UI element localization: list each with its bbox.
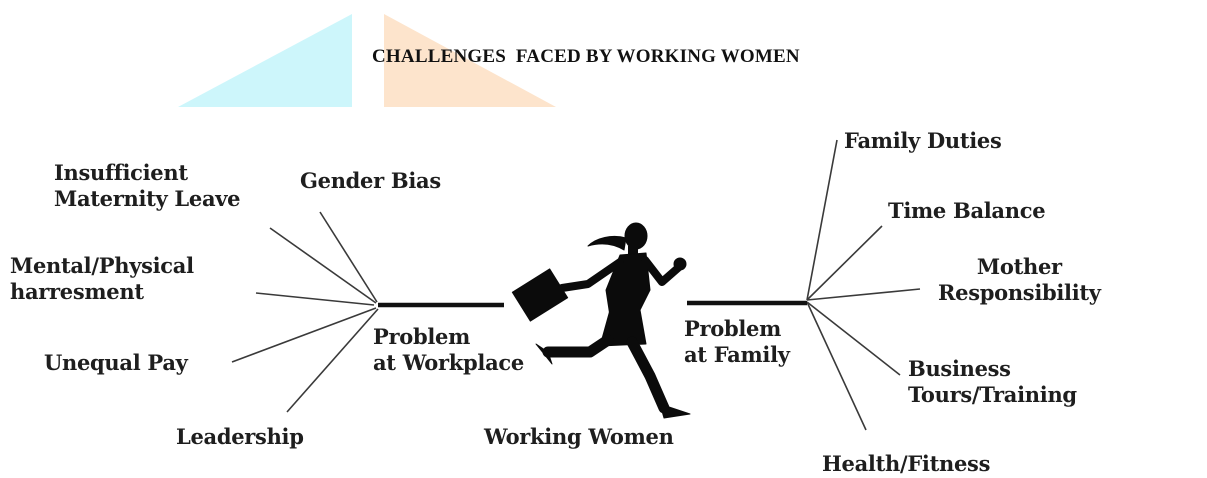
label-family-duties: Family Duties <box>844 128 1002 153</box>
connector-harresment <box>255 292 375 306</box>
connector-time-balance <box>806 225 883 301</box>
diagram-title: CHALLENGES FACED BY WORKING WOMEN <box>372 46 800 67</box>
label-insufficient-maternity-leave: Insufficient Maternity Leave <box>54 160 241 211</box>
hub-label-workplace: Problem at Workplace <box>373 324 524 375</box>
center-label-working-women: Working Women <box>484 424 674 449</box>
label-unequal-pay: Unequal Pay <box>44 350 188 375</box>
label-business-tours-training: Business Tours/Training <box>908 356 1077 407</box>
label-leadership: Leadership <box>176 424 304 449</box>
connector-gender-bias <box>319 211 378 303</box>
label-time-balance: Time Balance <box>888 198 1046 223</box>
connector-business-tours <box>806 301 901 376</box>
running-businesswoman-silhouette-icon <box>511 222 691 419</box>
connector-mother-responsibility <box>806 288 921 301</box>
connector-unequal-pay <box>231 307 377 363</box>
label-mental-physical-harresment: Mental/Physical harresment <box>10 253 194 304</box>
label-health-fitness: Health/Fitness <box>822 451 991 476</box>
connector-leadership <box>286 308 379 413</box>
hub-label-family: Problem at Family <box>684 316 790 367</box>
connector-health-fitness <box>806 301 867 431</box>
label-mother-responsibility: Mother Responsibility <box>938 254 1101 305</box>
connector-family-duties <box>806 139 838 301</box>
connector-maternity-leave <box>269 227 377 304</box>
label-gender-bias: Gender Bias <box>300 168 441 193</box>
